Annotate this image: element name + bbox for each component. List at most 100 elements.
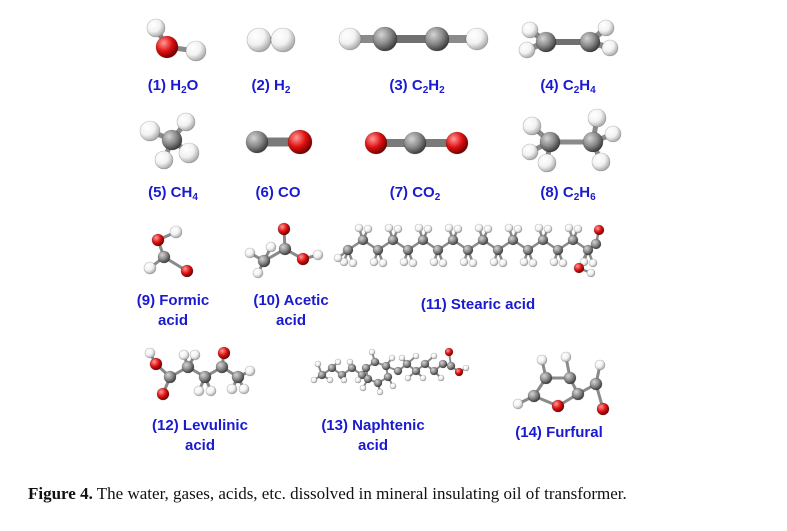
hydrogen-atom bbox=[408, 258, 418, 268]
hydrogen-atom bbox=[404, 374, 412, 382]
hydrogen-atom bbox=[543, 224, 553, 234]
carbon-atom bbox=[537, 234, 549, 246]
carbon-atom bbox=[539, 131, 561, 153]
hydrogen-atom bbox=[518, 41, 536, 59]
carbon-atom bbox=[363, 374, 373, 384]
hydrogen-atom bbox=[412, 352, 420, 360]
carbon-atom bbox=[438, 359, 448, 369]
carbon-atom bbox=[411, 366, 421, 376]
hydrogen-atom bbox=[144, 347, 156, 359]
hydrogen-atom bbox=[333, 253, 343, 263]
hydrogen-atom bbox=[414, 223, 424, 233]
hydrogen-atom bbox=[340, 376, 348, 384]
carbon-atom bbox=[567, 234, 579, 246]
hydrogen-atom bbox=[438, 258, 448, 268]
oxygen-atom bbox=[217, 346, 231, 360]
carbon-atom bbox=[402, 359, 412, 369]
hydrogen-atom bbox=[393, 224, 403, 234]
hydrogen-atom bbox=[512, 398, 524, 410]
stearic-acid-molecule-icon bbox=[333, 223, 605, 278]
carbon-atom bbox=[462, 244, 474, 256]
hydrogen-atom bbox=[388, 354, 396, 362]
hydrogen-atom bbox=[429, 257, 439, 267]
hydrogen-atom bbox=[389, 382, 397, 390]
carbon-atom bbox=[477, 234, 489, 246]
carbon-atom bbox=[447, 234, 459, 246]
carbon-atom bbox=[393, 366, 403, 376]
carbon-atom bbox=[163, 370, 177, 384]
hydrogen-atom bbox=[348, 258, 358, 268]
hydrogen-atom bbox=[537, 153, 557, 173]
hydrogen-atom bbox=[588, 258, 598, 268]
carbon-atom bbox=[420, 359, 430, 369]
hydrogen-atom bbox=[146, 18, 166, 38]
carbon-atom bbox=[563, 371, 577, 385]
carbon-atom bbox=[327, 363, 337, 373]
label-acetic-acid: (10) Acetic acid bbox=[253, 292, 329, 329]
hydrogen-atom bbox=[483, 224, 493, 234]
carbon-atom bbox=[507, 234, 519, 246]
acetylene-molecule-icon bbox=[338, 26, 489, 52]
water-molecule-icon bbox=[146, 18, 207, 62]
oxygen-atom bbox=[445, 131, 469, 155]
oxygen-atom bbox=[364, 131, 388, 155]
hydrogen-atom bbox=[244, 365, 256, 377]
ethylene-molecule-icon bbox=[518, 19, 619, 59]
carbon-atom bbox=[245, 130, 269, 154]
carbon-atom bbox=[579, 31, 601, 53]
hydrogen-atom bbox=[354, 223, 364, 233]
carbon-atom bbox=[372, 244, 384, 256]
hydrogen-atom bbox=[597, 19, 615, 37]
label-co: (6) CO bbox=[255, 184, 301, 201]
carbon-atom bbox=[522, 244, 534, 256]
hydrogen-molecule-icon bbox=[246, 27, 296, 53]
hydrogen-atom bbox=[587, 108, 607, 128]
hydrogen-atom bbox=[534, 223, 544, 233]
hydrogen-atom bbox=[193, 385, 205, 397]
hydrogen-atom bbox=[468, 258, 478, 268]
hydrogen-atom bbox=[169, 225, 183, 239]
carbon-atom bbox=[589, 377, 603, 391]
carbon-atom bbox=[492, 244, 504, 256]
carbon-atom bbox=[535, 31, 557, 53]
formic-acid-molecule-icon bbox=[143, 225, 194, 278]
oxygen-atom bbox=[287, 129, 313, 155]
hydrogen-atom bbox=[423, 224, 433, 234]
carbon-atom bbox=[582, 244, 594, 256]
label-h2o: (1) H2O bbox=[147, 77, 199, 96]
hydrogen-atom bbox=[594, 359, 606, 371]
oxygen-atom bbox=[155, 35, 179, 59]
hydrogen-atom bbox=[265, 241, 277, 253]
carbon-atom bbox=[417, 234, 429, 246]
carbon-atom bbox=[387, 234, 399, 246]
oxygen-atom bbox=[573, 262, 585, 274]
hydrogen-atom bbox=[573, 224, 583, 234]
carbon-monoxide-molecule-icon bbox=[245, 129, 313, 155]
hydrogen-atom bbox=[419, 374, 427, 382]
hydrogen-atom bbox=[359, 384, 367, 392]
carbon-atom bbox=[424, 26, 450, 52]
hydrogen-atom bbox=[444, 223, 454, 233]
carbon-atom bbox=[402, 244, 414, 256]
carbon-atom bbox=[370, 357, 380, 367]
hydrogen-atom bbox=[560, 351, 572, 363]
oxygen-atom bbox=[277, 222, 291, 236]
caption-text: The water, gases, acids, etc. dissolved … bbox=[92, 484, 627, 503]
hydrogen-atom bbox=[363, 224, 373, 234]
label-h2: (2) H2 bbox=[251, 77, 291, 96]
hydrogen-atom bbox=[270, 27, 296, 53]
hydrogen-atom bbox=[178, 349, 190, 361]
oxygen-atom bbox=[296, 252, 310, 266]
carbon-atom bbox=[215, 360, 229, 374]
carbon-atom bbox=[372, 26, 398, 52]
hydrogen-atom bbox=[465, 27, 489, 51]
carbon-atom bbox=[161, 129, 183, 151]
label-stearic-acid: (11) Stearic acid bbox=[420, 296, 536, 313]
hydrogen-atom bbox=[368, 348, 376, 356]
label-naphtenic-acid: (13) Naphtenic acid bbox=[321, 417, 425, 454]
oxygen-atom bbox=[596, 402, 610, 416]
hydrogen-atom bbox=[238, 383, 250, 395]
hydrogen-atom bbox=[462, 364, 470, 372]
hydrogen-atom bbox=[384, 223, 394, 233]
hydrogen-atom bbox=[591, 152, 611, 172]
